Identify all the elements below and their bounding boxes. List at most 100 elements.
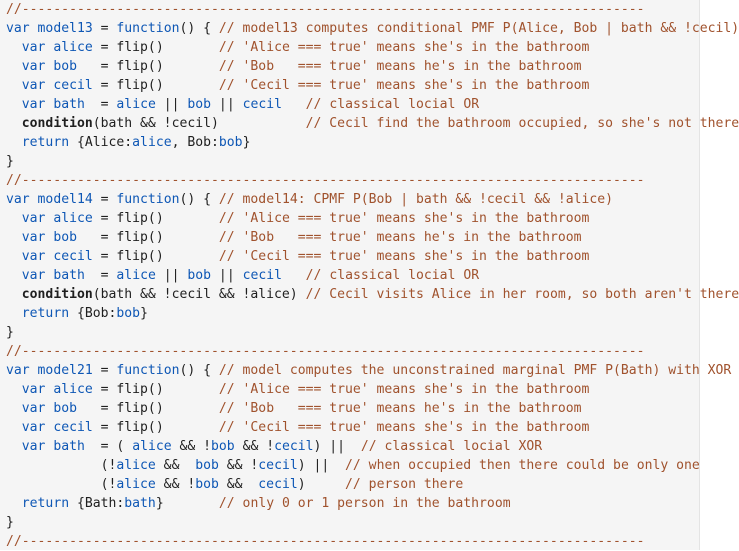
code-token <box>282 268 306 283</box>
code-token: = flip() <box>76 59 219 74</box>
code-token: alice <box>116 268 156 283</box>
code-token: } <box>140 306 148 321</box>
code-comment: // classical locial OR <box>305 268 480 283</box>
code-token: && ! <box>155 477 196 492</box>
code-comment: // Cecil visits Alice in her room, so bo… <box>305 287 739 302</box>
code-keyword: var <box>21 97 54 112</box>
code-token: cecil <box>53 249 93 264</box>
code-keyword: function <box>116 363 180 378</box>
code-token: bob <box>218 135 243 150</box>
code-token: && ! <box>171 439 212 454</box>
code-keyword: function <box>116 21 180 36</box>
code-token: () { <box>179 363 219 378</box>
code-comment: // Cecil find the bathroom occupied, so … <box>305 116 739 131</box>
code-token: alice <box>116 458 156 473</box>
code-token <box>6 59 22 74</box>
code-line: var alice = flip() // 'Alice === true' m… <box>0 38 699 57</box>
code-comment: // model13 computes conditional PMF P(Al… <box>218 21 739 36</box>
code-token <box>6 230 22 245</box>
code-token: bob <box>53 401 77 416</box>
code-token <box>6 439 22 454</box>
code-line: var cecil = flip() // 'Cecil === true' m… <box>0 418 699 437</box>
code-line: var cecil = flip() // 'Cecil === true' m… <box>0 247 699 266</box>
code-comment: // 'Alice === true' means she's in the b… <box>218 382 590 397</box>
code-token: bob <box>195 477 219 492</box>
code-keyword: var <box>21 211 54 226</box>
code-token: cecil <box>274 439 314 454</box>
code-keyword: var <box>21 401 54 416</box>
code-line: (!alice && bob && !cecil) || // when occ… <box>0 456 700 475</box>
code-token <box>6 268 22 283</box>
code-token: cecil <box>53 78 93 93</box>
code-token: bob <box>195 458 219 473</box>
code-token: bath <box>53 439 85 454</box>
code-token: = <box>92 21 117 36</box>
code-token: = flip() <box>92 249 219 264</box>
code-keyword: var <box>21 268 54 283</box>
code-token: {Alice: <box>69 135 133 150</box>
code-token: (! <box>6 477 117 492</box>
code-token: (bath && !cecil) <box>92 116 306 131</box>
code-token: } <box>6 325 14 340</box>
code-token: alice <box>116 97 156 112</box>
code-keyword: var <box>21 439 54 454</box>
code-token <box>6 306 22 321</box>
code-comment: // 'Alice === true' means she's in the b… <box>218 40 590 55</box>
code-token: = flip() <box>92 382 219 397</box>
code-token <box>6 135 22 150</box>
code-keyword: var <box>21 59 54 74</box>
code-token: cecil <box>258 458 298 473</box>
code-token: || <box>211 268 243 283</box>
code-comment: // 'Bob === true' means he's in the bath… <box>218 59 582 74</box>
code-token: || <box>155 97 188 112</box>
code-token <box>282 97 306 112</box>
code-line: var model13 = function() { // model13 co… <box>0 19 739 38</box>
code-token: bob <box>116 306 141 321</box>
code-comment: // when occupied then there could be onl… <box>345 458 700 473</box>
code-token: bob <box>211 439 235 454</box>
code-token: ) || <box>313 439 361 454</box>
code-token: alice <box>53 382 93 397</box>
code-token: (! <box>6 458 117 473</box>
code-line: (!alice && !bob && cecil) // person ther… <box>0 475 699 494</box>
code-token: condition <box>21 116 93 131</box>
code-token: () { <box>179 21 219 36</box>
code-token: && <box>155 458 196 473</box>
code-token: bob <box>187 268 212 283</box>
code-token: alice <box>53 211 93 226</box>
code-comment: // classical locial XOR <box>360 439 543 454</box>
code-token: || <box>211 97 243 112</box>
code-token: = <box>92 363 117 378</box>
code-token: } <box>6 515 14 530</box>
code-keyword: var <box>21 40 54 55</box>
code-token: || <box>155 268 188 283</box>
code-line: return {Bob:bob} <box>0 304 699 323</box>
code-keyword: var <box>6 192 38 207</box>
code-token <box>6 116 22 131</box>
code-line: var bob = flip() // 'Bob === true' means… <box>0 399 699 418</box>
code-token: && ! <box>218 458 259 473</box>
code-line: var bath = alice || bob || cecil // clas… <box>0 266 699 285</box>
code-token: = <box>84 97 117 112</box>
code-token: alice <box>132 135 172 150</box>
code-token: bob <box>53 230 77 245</box>
code-keyword: function <box>116 192 180 207</box>
code-line: var alice = flip() // 'Alice === true' m… <box>0 380 699 399</box>
code-token <box>6 40 22 55</box>
code-keyword: var <box>6 21 38 36</box>
code-token: = flip() <box>92 211 219 226</box>
code-keyword: var <box>6 363 38 378</box>
code-token: alice <box>116 477 156 492</box>
code-line: var bob = flip() // 'Bob === true' means… <box>0 228 699 247</box>
code-token: bath <box>124 496 156 511</box>
code-token: && ! <box>234 439 275 454</box>
code-line: condition(bath && !cecil && !alice) // C… <box>0 285 739 304</box>
code-token: condition <box>21 287 93 302</box>
code-token: {Bath: <box>69 496 125 511</box>
code-token <box>6 249 22 264</box>
code-line: //--------------------------------------… <box>0 342 699 361</box>
code-line: var bob = flip() // 'Bob === true' means… <box>0 57 699 76</box>
code-token: = <box>84 268 117 283</box>
code-line: condition(bath && !cecil) // Cecil find … <box>0 114 739 133</box>
